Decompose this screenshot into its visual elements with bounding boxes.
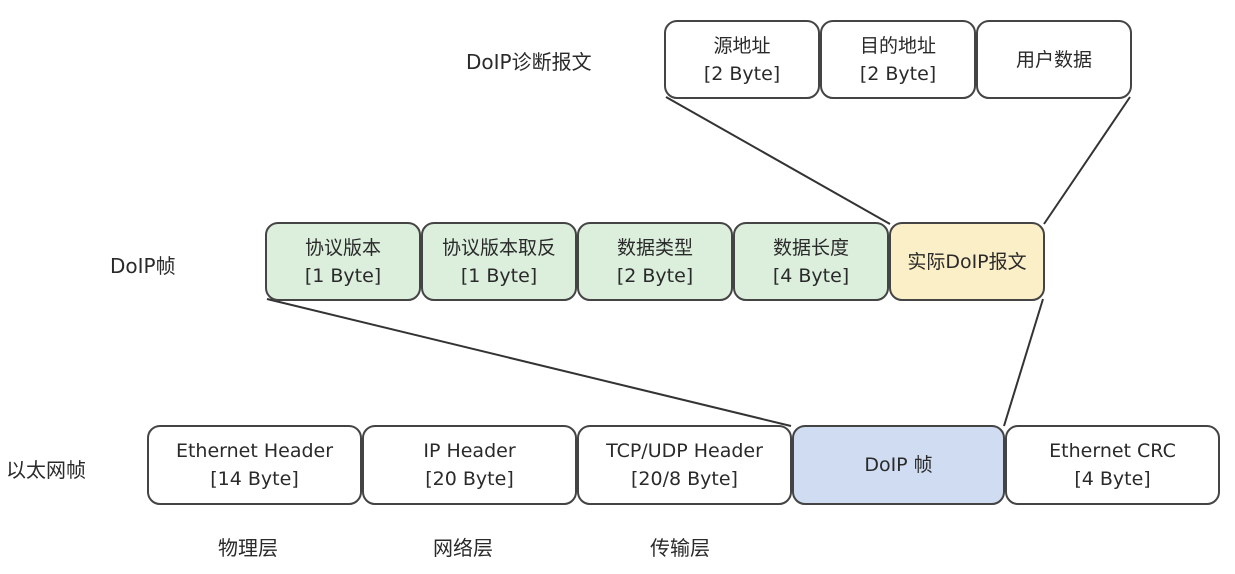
field-tcp-udp-header: TCP/UDP Header [20/8 Byte] xyxy=(577,425,792,505)
field-size: [4 Byte] xyxy=(1074,468,1151,490)
connector-payload-to-doip-frame-right xyxy=(1003,298,1044,427)
field-name: 目的地址 xyxy=(859,34,936,57)
row-label-diag-message: DoIP诊断报文 xyxy=(466,50,592,74)
field-size: [20 Byte] xyxy=(425,468,514,490)
connector-user-data-to-payload-right xyxy=(1043,96,1131,225)
field-size: [14 Byte] xyxy=(210,468,299,490)
field-payload-type: 数据类型 [2 Byte] xyxy=(577,222,733,301)
field-name: 协议版本取反 xyxy=(441,236,556,259)
field-size: [2 Byte] xyxy=(859,62,937,85)
row-label-doip-frame: DoIP帧 xyxy=(110,254,176,278)
field-name: DoIP 帧 xyxy=(864,454,933,476)
field-doip-payload: 实际DoIP报文 xyxy=(889,222,1045,301)
field-size: [20/8 Byte] xyxy=(631,468,738,490)
connector-protocol-version-to-doip-frame-left xyxy=(266,298,792,427)
field-target-address: 目的地址 [2 Byte] xyxy=(820,20,976,99)
field-name: 用户数据 xyxy=(1015,48,1092,71)
field-name: 源地址 xyxy=(713,34,771,57)
field-protocol-version: 协议版本 [1 Byte] xyxy=(265,222,421,301)
field-doip-frame: DoIP 帧 xyxy=(792,425,1005,505)
field-name: 数据类型 xyxy=(616,236,693,259)
field-name: 协议版本 xyxy=(304,236,381,259)
field-name: IP Header xyxy=(423,440,516,462)
row-label-ethernet-frame: 以太网帧 xyxy=(6,458,86,482)
field-source-address: 源地址 [2 Byte] xyxy=(664,20,820,99)
layer-label-network: 网络层 xyxy=(433,536,493,560)
field-size: [4 Byte] xyxy=(772,264,850,287)
connector-source-address-to-payload-left xyxy=(665,96,891,225)
field-ethernet-header: Ethernet Header [14 Byte] xyxy=(147,425,362,505)
field-name: Ethernet CRC xyxy=(1049,440,1176,462)
field-size: [2 Byte] xyxy=(703,62,781,85)
field-user-data: 用户数据 xyxy=(976,20,1132,99)
field-name: 实际DoIP报文 xyxy=(907,250,1027,273)
field-name: Ethernet Header xyxy=(175,440,334,462)
layer-label-transport: 传输层 xyxy=(650,536,710,560)
field-size: [1 Byte] xyxy=(460,264,538,287)
layer-label-physical: 物理层 xyxy=(218,536,278,560)
field-size: [2 Byte] xyxy=(616,264,694,287)
field-inverse-protocol-version: 协议版本取反 [1 Byte] xyxy=(421,222,577,301)
field-payload-length: 数据长度 [4 Byte] xyxy=(733,222,889,301)
field-name: TCP/UDP Header xyxy=(606,440,763,462)
field-ethernet-crc: Ethernet CRC [4 Byte] xyxy=(1005,425,1220,505)
field-size: [1 Byte] xyxy=(304,264,382,287)
field-name: 数据长度 xyxy=(772,236,849,259)
field-ip-header: IP Header [20 Byte] xyxy=(362,425,577,505)
